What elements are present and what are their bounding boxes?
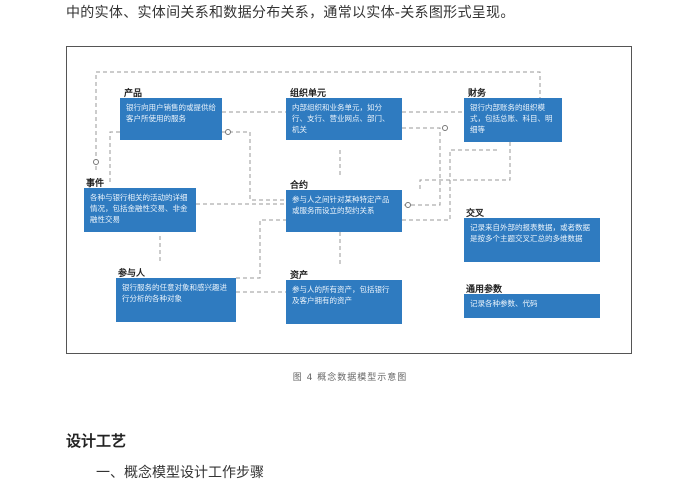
entity-box-common: 记录各种参数、代码 [464,294,600,318]
entity-label-cross: 交叉 [466,209,485,219]
entity-label-finance: 财务 [468,89,487,99]
entity-box-event: 各种与银行相关的活动的详细情况，包括金融性交易、非金融性交易 [84,188,196,232]
cutoff-paragraph: 一、概念模型设计工作步骤 [96,465,264,481]
entity-label-party: 参与人 [118,269,146,279]
intro-paragraph: 中的实体、实体间关系和数据分布关系，通常以实体-关系图形式呈现。 [66,5,515,21]
entity-box-contract: 参与人之间针对某种特定产品或服务而设立的契约关系 [286,190,402,232]
entity-label-asset: 资产 [290,271,309,281]
entity-box-finance: 银行内部账务的组织模式，包括总账、科目、明细等 [464,98,562,142]
entity-box-org: 内部组织和业务单元，如分行、支行、营业网点、部门、机关 [286,98,402,140]
entity-box-cross: 记录来自外部的报表数据，或者数据是按多个主题交叉汇总的多维数据 [464,218,600,262]
entity-box-product: 银行向用户销售的或提供给客户所使用的服务 [120,98,222,140]
entity-label-event: 事件 [86,179,105,189]
section-heading: 设计工艺 [66,432,127,450]
entity-label-product: 产品 [124,89,143,99]
entity-box-asset: 参与人的所有资产，包括银行及客户拥有的资产 [286,280,402,324]
entity-label-org: 组织单元 [290,89,327,99]
entity-label-common: 通用参数 [466,285,503,295]
figure-caption: 图 4 概念数据模型示意图 [292,373,408,383]
entity-label-contract: 合约 [290,181,309,191]
entity-box-party: 银行服务的任意对象和感兴趣进行分析的各种对象 [116,278,236,322]
